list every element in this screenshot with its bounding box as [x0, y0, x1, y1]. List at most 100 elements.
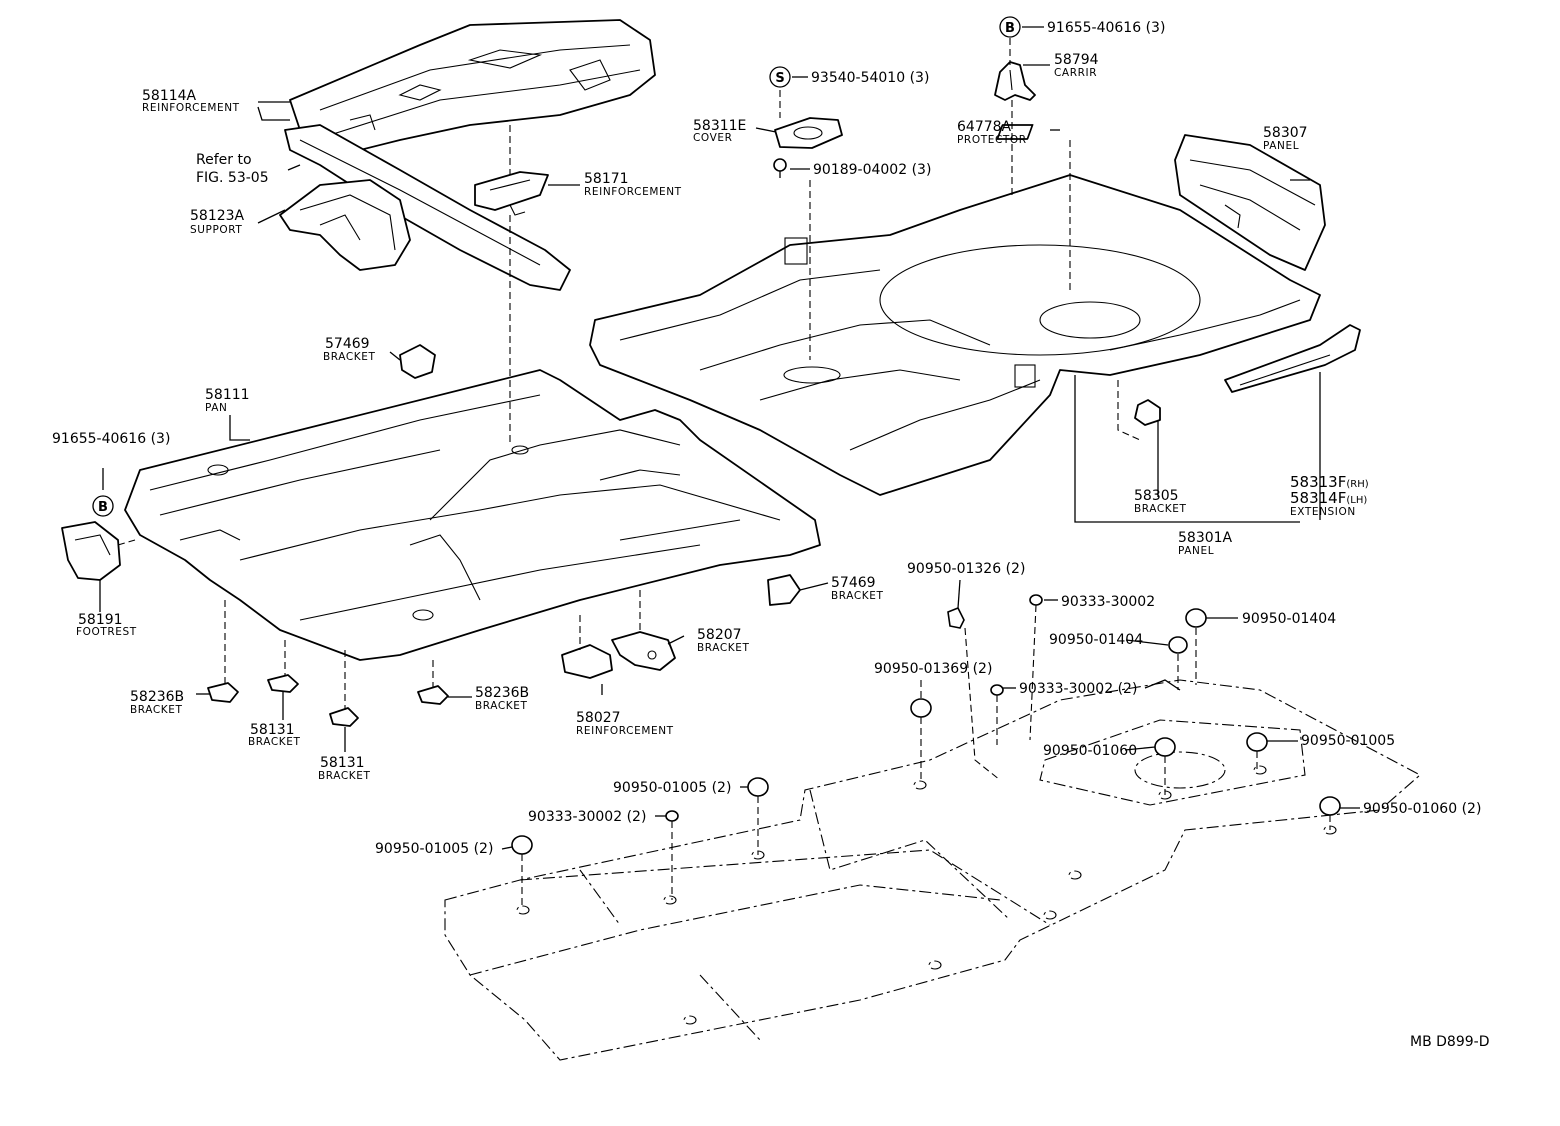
- svg-text:BRACKET: BRACKET: [475, 700, 528, 712]
- svg-text:FIG. 53-05: FIG. 53-05: [196, 170, 269, 186]
- svg-text:58027: 58027: [576, 710, 621, 726]
- svg-text:PAN: PAN: [205, 402, 228, 414]
- svg-text:58305: 58305: [1134, 488, 1179, 504]
- callout-57469-upper: 57469 BRACKET: [323, 336, 376, 363]
- callout-90950-01005-c: 90950-01005 (2): [375, 841, 493, 857]
- svg-text:90333-30002 (2): 90333-30002 (2): [528, 809, 646, 825]
- svg-text:90950-01326 (2): 90950-01326 (2): [907, 561, 1025, 577]
- svg-text:58207: 58207: [697, 627, 742, 643]
- svg-text:PROTECTOR: PROTECTOR: [957, 134, 1027, 146]
- callout-58311e: 58311E COVER: [693, 118, 746, 144]
- callout-58131-a: 58131 BRACKET: [248, 722, 301, 748]
- svg-text:58301A: 58301A: [1178, 530, 1233, 546]
- callout-90333-30002-c: 90333-30002 (2): [528, 809, 646, 825]
- svg-text:REINFORCEMENT: REINFORCEMENT: [142, 102, 240, 114]
- plug-90333-c: [665, 810, 679, 822]
- svg-text:S: S: [775, 71, 784, 86]
- svg-text:58307: 58307: [1263, 125, 1308, 141]
- svg-text:REINFORCEMENT: REINFORCEMENT: [584, 186, 682, 198]
- part-58123a-support: [279, 179, 411, 271]
- svg-text:58794: 58794: [1054, 52, 1099, 68]
- callout-90950-01326: 90950-01326 (2): [907, 561, 1025, 577]
- callout-58236b-right: 58236B BRACKET: [475, 685, 529, 712]
- part-58794-carrier: [994, 61, 1036, 101]
- svg-text:EXTENSION: EXTENSION: [1290, 506, 1356, 518]
- part-58236b-bracket-b: [417, 685, 449, 705]
- svg-text:90333-30002 (2): 90333-30002 (2): [1019, 681, 1137, 697]
- callout-58305: 58305 BRACKET: [1134, 488, 1187, 515]
- plug-90950-01369: [910, 698, 932, 718]
- part-58301a-rear-floor-panel: [589, 174, 1321, 496]
- part-58111-pan: [124, 369, 821, 661]
- callout-58123a: 58123A SUPPORT: [190, 208, 245, 236]
- part-58207-bracket: [611, 631, 676, 671]
- callout-93540-54010: S 93540-54010 (3): [769, 66, 929, 88]
- callout-58207: 58207 BRACKET: [697, 627, 750, 654]
- svg-text:58131: 58131: [320, 755, 365, 771]
- svg-text:SUPPORT: SUPPORT: [190, 224, 242, 236]
- callout-58301a: 58301A PANEL: [1178, 530, 1233, 557]
- svg-text:BRACKET: BRACKET: [697, 642, 750, 654]
- svg-text:57469: 57469: [831, 575, 876, 591]
- callout-58171: 58171 REINFORCEMENT: [584, 171, 682, 198]
- svg-text:58123A: 58123A: [190, 208, 245, 224]
- svg-text:64778A: 64778A: [957, 119, 1012, 135]
- svg-text:90950-01005: 90950-01005: [1301, 733, 1395, 749]
- svg-text:90950-01404: 90950-01404: [1242, 611, 1336, 627]
- svg-text:58131: 58131: [250, 722, 295, 738]
- b-symbol-icon: [999, 16, 1021, 38]
- callout-90950-01060-b: 90950-01060 (2): [1363, 801, 1481, 817]
- svg-text:90950-01005 (2): 90950-01005 (2): [375, 841, 493, 857]
- callout-91655-40616-top: B 91655-40616 (3): [999, 16, 1165, 38]
- svg-text:Refer to: Refer to: [196, 152, 252, 168]
- callout-90333-30002-b: 90333-30002 (2): [1019, 681, 1137, 697]
- svg-text:58236B: 58236B: [130, 689, 184, 705]
- part-58027-reinforcement: [561, 644, 613, 679]
- callout-labels: 58114A REINFORCEMENT Refer to FIG. 53-05…: [52, 16, 1489, 1050]
- callout-90950-01404-a: 90950-01404: [1049, 632, 1143, 648]
- part-lower-floor-outline: [444, 679, 1421, 1061]
- plug-90333-a: [1029, 594, 1043, 606]
- plug-90950-01005-c: [511, 835, 533, 855]
- part-58131-bracket-b: [329, 707, 359, 727]
- callout-90333-30002-a: 90333-30002: [1061, 594, 1155, 610]
- callout-90950-01369: 90950-01369 (2): [874, 661, 992, 677]
- callout-58191: 58191 FOOTREST: [76, 612, 137, 638]
- callout-90950-01005-a: 90950-01005: [1301, 733, 1395, 749]
- plug-90950-01404-b: [1185, 608, 1207, 628]
- svg-text:BRACKET: BRACKET: [248, 736, 301, 748]
- svg-text:PANEL: PANEL: [1263, 140, 1299, 152]
- svg-text:FOOTREST: FOOTREST: [76, 626, 137, 638]
- part-58191-footrest: [61, 521, 121, 581]
- s-symbol-icon: [769, 66, 791, 88]
- svg-text:90950-01404: 90950-01404: [1049, 632, 1143, 648]
- plug-90950-01005-a: [1246, 732, 1268, 752]
- part-57469-bracket-b: [767, 574, 801, 606]
- svg-text:CARRIR: CARRIR: [1054, 67, 1097, 79]
- svg-text:90189-04002 (3): 90189-04002 (3): [813, 162, 931, 178]
- callout-90950-01404-b: 90950-01404: [1242, 611, 1336, 627]
- b-symbol-icon: [92, 495, 114, 517]
- svg-text:91655-40616 (3): 91655-40616 (3): [1047, 20, 1165, 36]
- svg-text:BRACKET: BRACKET: [323, 351, 376, 363]
- part-58311e-cover: [773, 117, 843, 178]
- plug-90950-01404-a: [1168, 636, 1188, 654]
- svg-text:58236B: 58236B: [475, 685, 529, 701]
- part-frame-rail: [284, 124, 571, 291]
- svg-text:90950-01369 (2): 90950-01369 (2): [874, 661, 992, 677]
- plug-90950-01060-b: [1319, 796, 1341, 816]
- callout-58313f-58314f: 58313F(RH) 58314F(LH) EXTENSION: [1290, 473, 1369, 518]
- svg-text:91655-40616 (3): 91655-40616 (3): [52, 431, 170, 447]
- svg-text:58114A: 58114A: [142, 88, 197, 104]
- svg-text:58314F(LH): 58314F(LH): [1290, 489, 1367, 507]
- svg-text:BRACKET: BRACKET: [1134, 503, 1187, 515]
- svg-text:BRACKET: BRACKET: [130, 704, 183, 716]
- callout-91655-40616-left: 91655-40616 (3) B: [52, 431, 170, 517]
- part-58171-reinforcement: [474, 171, 549, 216]
- svg-text:58191: 58191: [78, 612, 123, 628]
- svg-text:B: B: [1005, 21, 1015, 36]
- svg-text:REINFORCEMENT: REINFORCEMENT: [576, 725, 674, 737]
- callout-refer-to: Refer to FIG. 53-05: [196, 152, 269, 186]
- part-57469-bracket-a: [399, 344, 436, 379]
- callout-64778a: 64778A PROTECTOR: [957, 119, 1027, 146]
